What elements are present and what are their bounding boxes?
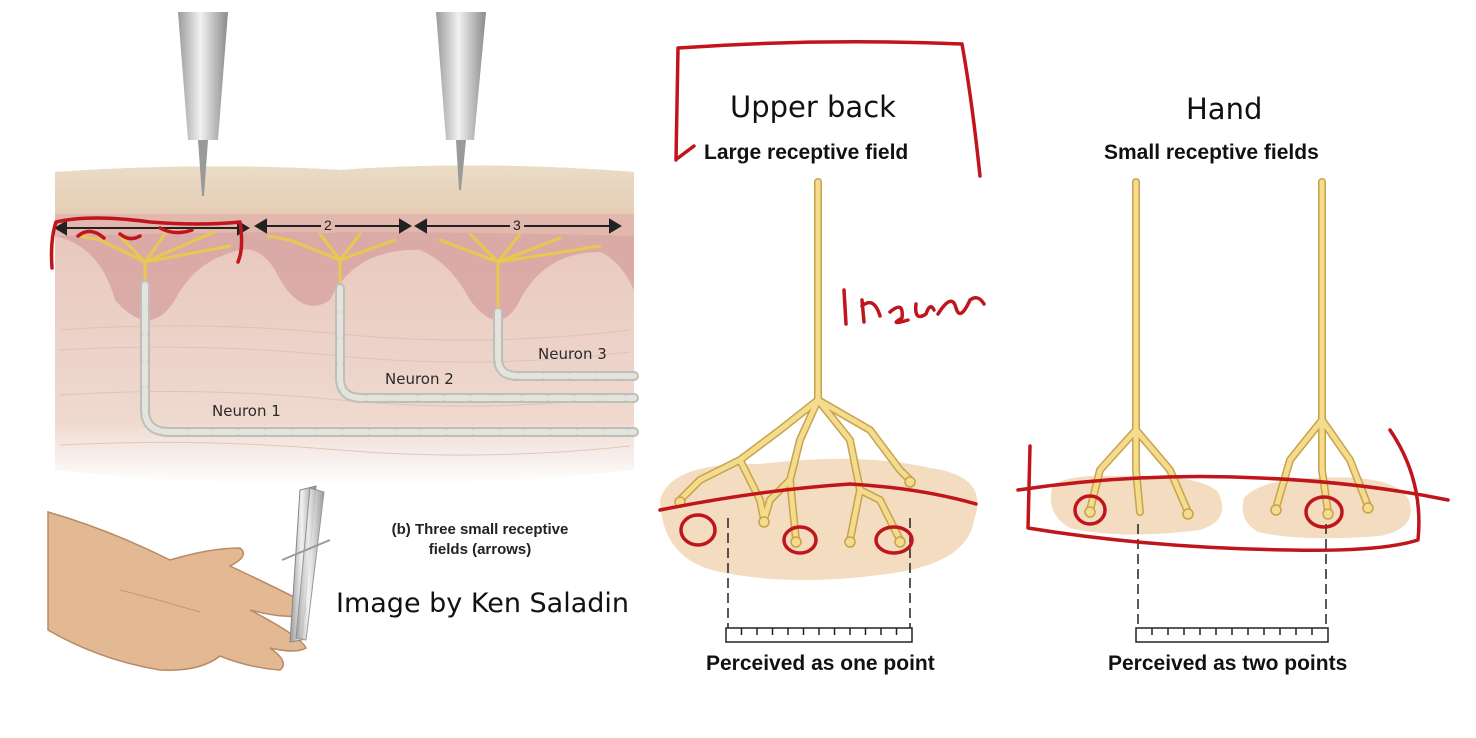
hand-result: Perceived as two points bbox=[1108, 652, 1348, 675]
neuron-1-label: Neuron 1 bbox=[212, 402, 281, 420]
hand-scale bbox=[1135, 524, 1329, 643]
circle-receptor-3 bbox=[874, 525, 914, 555]
neuron-2-label: Neuron 2 bbox=[385, 370, 454, 388]
probe-right bbox=[436, 12, 486, 190]
image-credit: Image by Ken Saladin bbox=[336, 588, 629, 619]
skin-line-upper-back bbox=[658, 482, 978, 512]
nerve-endings-left bbox=[78, 230, 602, 314]
figure-caption: (b) Three small receptive fields (arrows… bbox=[340, 520, 620, 560]
scribble-left-field bbox=[49, 216, 244, 270]
epidermis-papillae bbox=[55, 214, 634, 320]
field-number-2: 2 bbox=[321, 217, 335, 233]
field-number-3: 3 bbox=[510, 217, 524, 233]
upper-back-title: Upper back bbox=[730, 90, 896, 124]
circle-receptor-hand-1 bbox=[1073, 494, 1107, 526]
red-annotations bbox=[49, 40, 1450, 555]
handwritten-ineuro bbox=[842, 288, 986, 326]
circle-receptor-1 bbox=[679, 513, 717, 547]
caption-line-2: fields (arrows) bbox=[428, 541, 532, 558]
upper-back-result: Perceived as one point bbox=[706, 652, 935, 675]
neuron-3-label: Neuron 3 bbox=[538, 345, 607, 363]
circle-receptor-hand-2 bbox=[1304, 495, 1344, 529]
box-around-hand-field bbox=[1016, 428, 1450, 553]
hand-illustration bbox=[47, 511, 307, 671]
caption-line-1: (b) Three small receptive bbox=[391, 521, 569, 538]
probe-left bbox=[178, 12, 228, 196]
box-around-upper-back bbox=[674, 40, 982, 178]
hand-subtitle: Small receptive fields bbox=[1104, 141, 1319, 164]
upper-back-subtitle: Large receptive field bbox=[704, 141, 909, 164]
axons-left bbox=[140, 280, 639, 437]
upper-back-neuron bbox=[674, 178, 916, 548]
circle-receptor-2 bbox=[782, 525, 818, 555]
hand-title: Hand bbox=[1186, 92, 1263, 126]
upper-back-scale bbox=[725, 518, 913, 643]
hand-neurons bbox=[1084, 178, 1374, 520]
caliper-icon bbox=[281, 485, 331, 643]
